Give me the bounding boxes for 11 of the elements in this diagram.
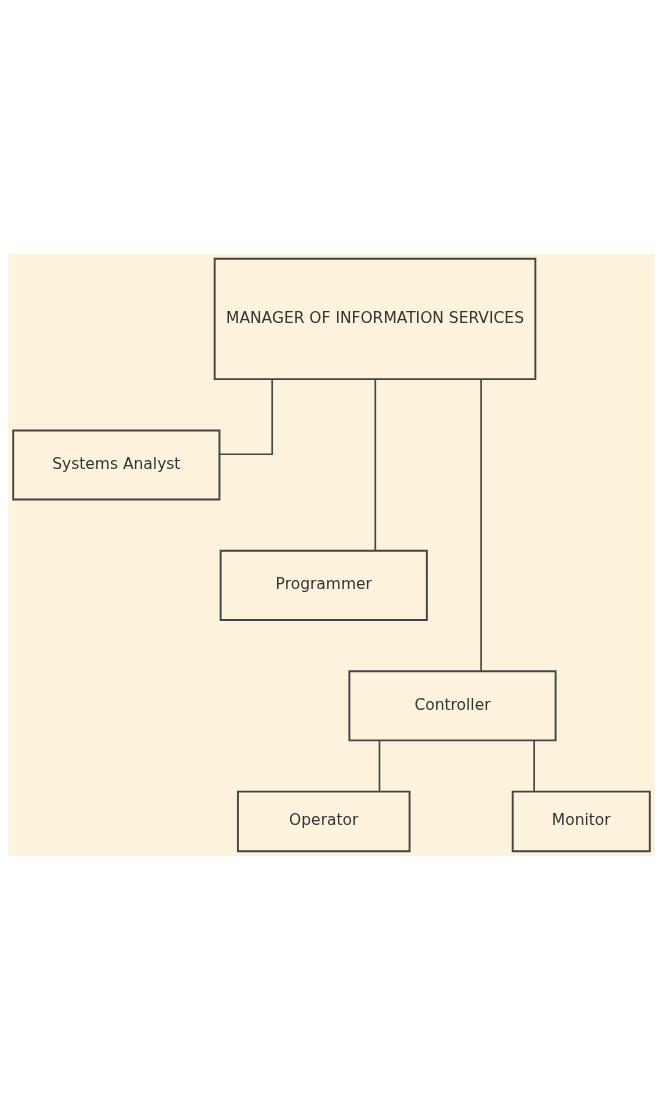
- connector: [219, 378, 274, 456]
- node-box: MANAGER OF INFORMATION SERVICES: [213, 257, 537, 381]
- connector: [480, 378, 482, 672]
- connector: [374, 378, 377, 552]
- connector: [378, 739, 381, 793]
- node-box: Programmer: [219, 549, 428, 621]
- node-box: Monitor: [511, 790, 651, 853]
- node-box: Systems Analyst: [12, 429, 221, 501]
- node-box: Operator: [236, 790, 411, 853]
- node-box: Controller: [348, 670, 557, 742]
- connector: [533, 739, 535, 793]
